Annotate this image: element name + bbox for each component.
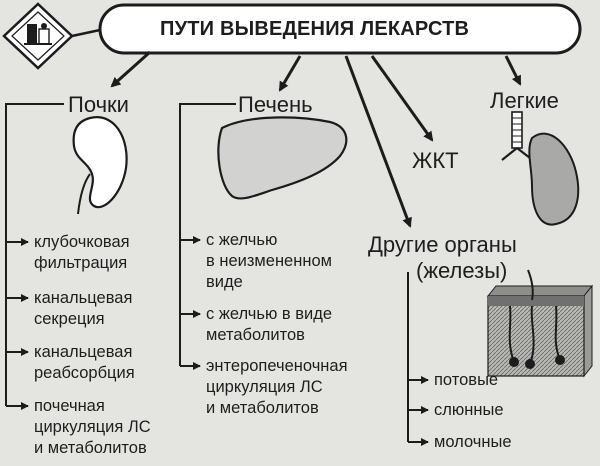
liver-item: с желчью в виде метаболитов [206, 305, 333, 344]
arrow-to-kidneys [110, 50, 152, 88]
liver-icon [217, 116, 348, 200]
label-liver: Печень [238, 92, 313, 117]
kidney-icon [72, 116, 128, 215]
kidney-item: почечная циркуляция ЛС и метаболитов [34, 397, 151, 457]
label-glands: (железы) [416, 258, 508, 283]
arrow-to-other [344, 55, 412, 228]
diagram-title: ПУТИ ВЫВЕДЕНИЯ ЛЕКАРСТВ [160, 18, 470, 40]
kidney-item: канальцевая секреция [34, 289, 133, 328]
label-git: ЖКТ [412, 148, 459, 173]
skin-gland-icon [486, 269, 594, 378]
lungs-icon [501, 111, 580, 226]
arrow-to-lungs [504, 55, 522, 86]
kidney-item: клубочковая фильтрация [34, 233, 130, 272]
gland-item: слюнные [434, 401, 504, 419]
medicine-logo-icon [2, 2, 74, 70]
title-banner [98, 3, 582, 55]
label-kidneys: Почки [68, 92, 129, 117]
kidney-item: канальцевая реабсорбция [34, 343, 135, 382]
gland-item: потовые [434, 371, 499, 389]
label-other-organs: Другие органы [368, 232, 517, 257]
arrow-to-git [370, 55, 434, 142]
gland-item: молочные [434, 433, 512, 451]
liver-item: энтеропеченочная циркуляция ЛС и метабол… [206, 357, 348, 417]
label-lungs: Легкие [490, 88, 559, 113]
liver-item: с желчью в неизмененном виде [206, 231, 332, 291]
arrow-to-liver [278, 55, 302, 92]
